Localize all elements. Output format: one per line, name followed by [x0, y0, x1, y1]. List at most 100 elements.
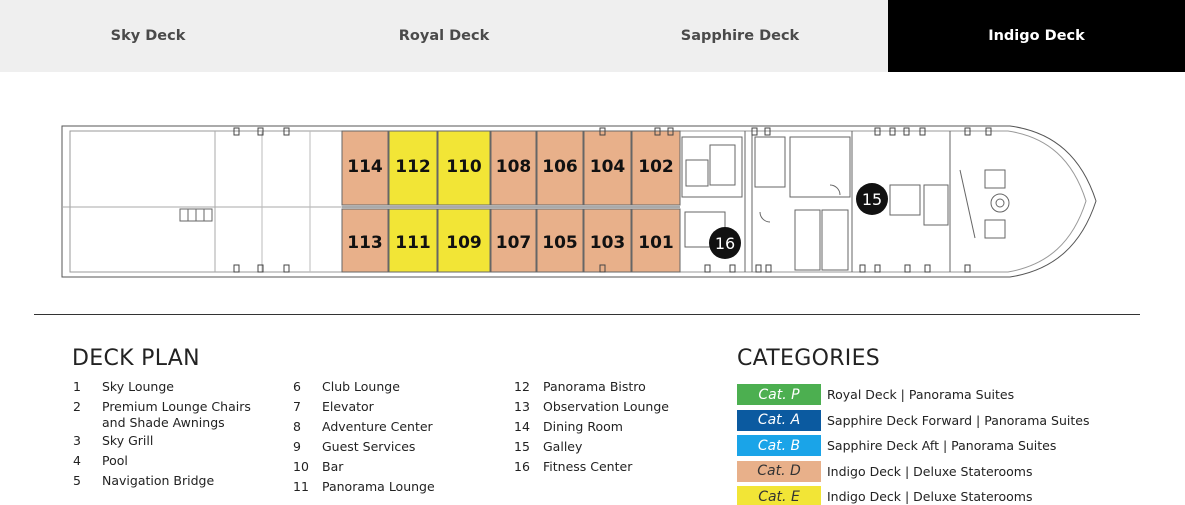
legend-num: 5	[73, 473, 81, 488]
cabin-103[interactable]	[583, 208, 632, 273]
legend-num: 14	[514, 419, 530, 434]
legend-text: Galley	[543, 439, 583, 454]
legend-text: Adventure Center	[322, 419, 433, 434]
ship-hull	[61, 125, 1097, 278]
category-description: Indigo Deck | Deluxe Staterooms	[827, 489, 1033, 505]
legend-text: Panorama Bistro	[543, 379, 646, 394]
porthole	[755, 264, 762, 273]
marker-fitness-center: 16	[709, 227, 741, 259]
category-description: Sapphire Deck Forward | Panorama Suites	[827, 412, 1090, 428]
legend-text: Panorama Lounge	[322, 479, 435, 494]
legend-text: Club Lounge	[322, 379, 400, 394]
porthole	[874, 264, 881, 273]
legend-item: 6 Club Lounge	[293, 377, 503, 397]
categories-title: CATEGORIES	[737, 346, 881, 371]
legend-num: 11	[293, 479, 309, 494]
legend-text: Premium Lounge Chairs and Shade Awnings	[102, 399, 251, 430]
cabin-label-103: 103	[590, 233, 626, 253]
cabin-113[interactable]	[341, 208, 389, 273]
legend-column-2: 6 Club Lounge 7 Elevator 8 Adventure Center…	[293, 377, 503, 497]
legend-num: 16	[514, 459, 530, 474]
porthole	[283, 264, 290, 273]
legend-text: Sky Grill	[102, 433, 154, 448]
cabin-112[interactable]	[388, 130, 438, 206]
tab-indigo-deck[interactable]: Indigo Deck	[888, 0, 1185, 72]
category-swatch: Cat. E	[737, 486, 821, 505]
legend-num: 6	[293, 379, 301, 394]
cabin-102[interactable]	[631, 130, 681, 206]
marker-galley: 15	[856, 183, 888, 215]
porthole	[751, 127, 758, 136]
porthole	[985, 127, 992, 136]
legend-text: Pool	[102, 453, 128, 468]
legend-item: 8 Adventure Center	[293, 417, 503, 437]
porthole	[964, 127, 971, 136]
tab-royal-deck[interactable]: Royal Deck	[398, 28, 490, 44]
porthole	[654, 127, 661, 136]
legend-text: Guest Services	[322, 439, 416, 454]
cabin-108[interactable]	[490, 130, 537, 206]
cabin-label-105: 105	[542, 233, 578, 253]
aft-stair	[179, 208, 213, 222]
porthole	[667, 127, 674, 136]
legend-item: 12 Panorama Bistro	[514, 377, 724, 397]
cabin-105[interactable]	[536, 208, 584, 273]
cabin-110[interactable]	[437, 130, 491, 206]
porthole	[704, 264, 711, 273]
bow-equipment	[959, 169, 1010, 239]
cabin-label-110: 110	[446, 157, 482, 177]
cabin-111[interactable]	[388, 208, 438, 273]
legend-num: 12	[514, 379, 530, 394]
cabin-label-109: 109	[446, 233, 482, 253]
tab-sky-deck[interactable]: Sky Deck	[110, 28, 186, 44]
cabin-109[interactable]	[437, 208, 491, 273]
legend-num: 1	[73, 379, 81, 394]
legend-item: 11 Panorama Lounge	[293, 477, 503, 497]
cabin-114[interactable]	[341, 130, 389, 206]
legend-num: 3	[73, 433, 81, 448]
category-swatch: Cat. A	[737, 409, 821, 431]
cabin-101[interactable]	[631, 208, 681, 273]
legend-num: 7	[293, 399, 301, 414]
cabin-104[interactable]	[583, 130, 632, 206]
forward-structures	[681, 131, 951, 272]
porthole	[964, 264, 971, 273]
marker-16-label: 16	[715, 234, 735, 253]
porthole	[919, 127, 926, 136]
porthole	[904, 264, 911, 273]
cabin-label-113: 113	[347, 233, 383, 253]
porthole	[257, 264, 264, 273]
cabin-label-104: 104	[590, 157, 626, 177]
cabin-label-114: 114	[347, 157, 383, 177]
cabin-label-111: 111	[395, 233, 431, 253]
porthole	[859, 264, 866, 273]
legend-num: 8	[293, 419, 301, 434]
cabin-107[interactable]	[490, 208, 537, 273]
cabin-106[interactable]	[536, 130, 584, 206]
portholes	[233, 127, 992, 273]
legend-text: Elevator	[322, 399, 374, 414]
cabin-label-107: 107	[496, 233, 532, 253]
category-swatch: Cat. D	[737, 460, 821, 482]
porthole	[233, 127, 240, 136]
porthole	[903, 127, 910, 136]
legend-item: 3 Sky Grill	[73, 431, 273, 451]
section-divider	[34, 314, 1140, 315]
tab-sapphire-deck[interactable]: Sapphire Deck	[680, 28, 800, 44]
cabin-label-101: 101	[638, 233, 674, 253]
legend-text: Bar	[322, 459, 344, 474]
category-row: Cat. E Indigo Deck | Deluxe Staterooms	[737, 484, 1089, 505]
legend-text: Fitness Center	[543, 459, 633, 474]
